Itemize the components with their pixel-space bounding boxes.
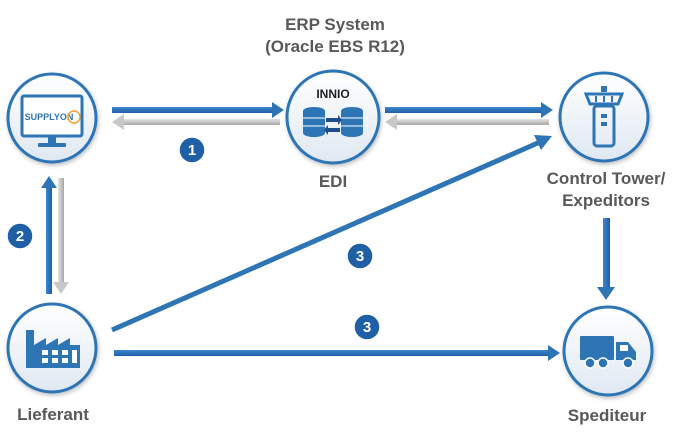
factory-icon	[26, 330, 80, 368]
step-badge-3-diagonal: 3	[346, 242, 374, 270]
control-tower-label-line2: Expeditors	[562, 191, 650, 210]
spediteur-label: Spediteur	[568, 406, 647, 425]
arrow-supplyon-to-edi	[112, 102, 284, 118]
lieferant-label: Lieferant	[17, 405, 89, 424]
database-sync-icon: INNIO	[303, 87, 363, 137]
arrow-lieferant-to-supplyon	[41, 176, 57, 294]
edi-node	[285, 69, 381, 165]
innio-logo-text: INNIO	[316, 87, 349, 101]
edi-label: EDI	[319, 172, 347, 191]
erp-title-line1: ERP System	[285, 15, 385, 34]
arrow-control-tower-to-edi	[385, 114, 549, 130]
monitor-icon: SUPPLYON	[20, 94, 84, 147]
step-badge-1: 1	[178, 136, 206, 164]
step-badge-3-diagonal-text: 3	[356, 248, 364, 265]
erp-title-line2: (Oracle EBS R12)	[265, 37, 405, 56]
control-tower-icon	[583, 86, 625, 148]
control-tower-label-line1: Control Tower/	[547, 169, 666, 188]
arrow-control-tower-to-spediteur	[597, 218, 615, 300]
arrow-lieferant-to-control-tower	[110, 135, 552, 333]
arrow-lieferant-to-spediteur	[114, 345, 560, 361]
step-badge-2-text: 2	[16, 228, 24, 245]
step-badge-1-text: 1	[188, 142, 196, 159]
truck-icon	[580, 336, 636, 369]
step-badge-2: 2	[6, 222, 34, 250]
step-badge-3-horizontal: 3	[353, 313, 381, 341]
arrow-edi-to-control-tower	[385, 102, 553, 118]
step-badge-3-horizontal-text: 3	[363, 319, 371, 336]
arrow-supplyon-to-lieferant	[53, 178, 69, 294]
arrow-edi-to-supplyon	[112, 114, 280, 130]
supplyon-logo-text: SUPPLYON	[25, 112, 74, 122]
